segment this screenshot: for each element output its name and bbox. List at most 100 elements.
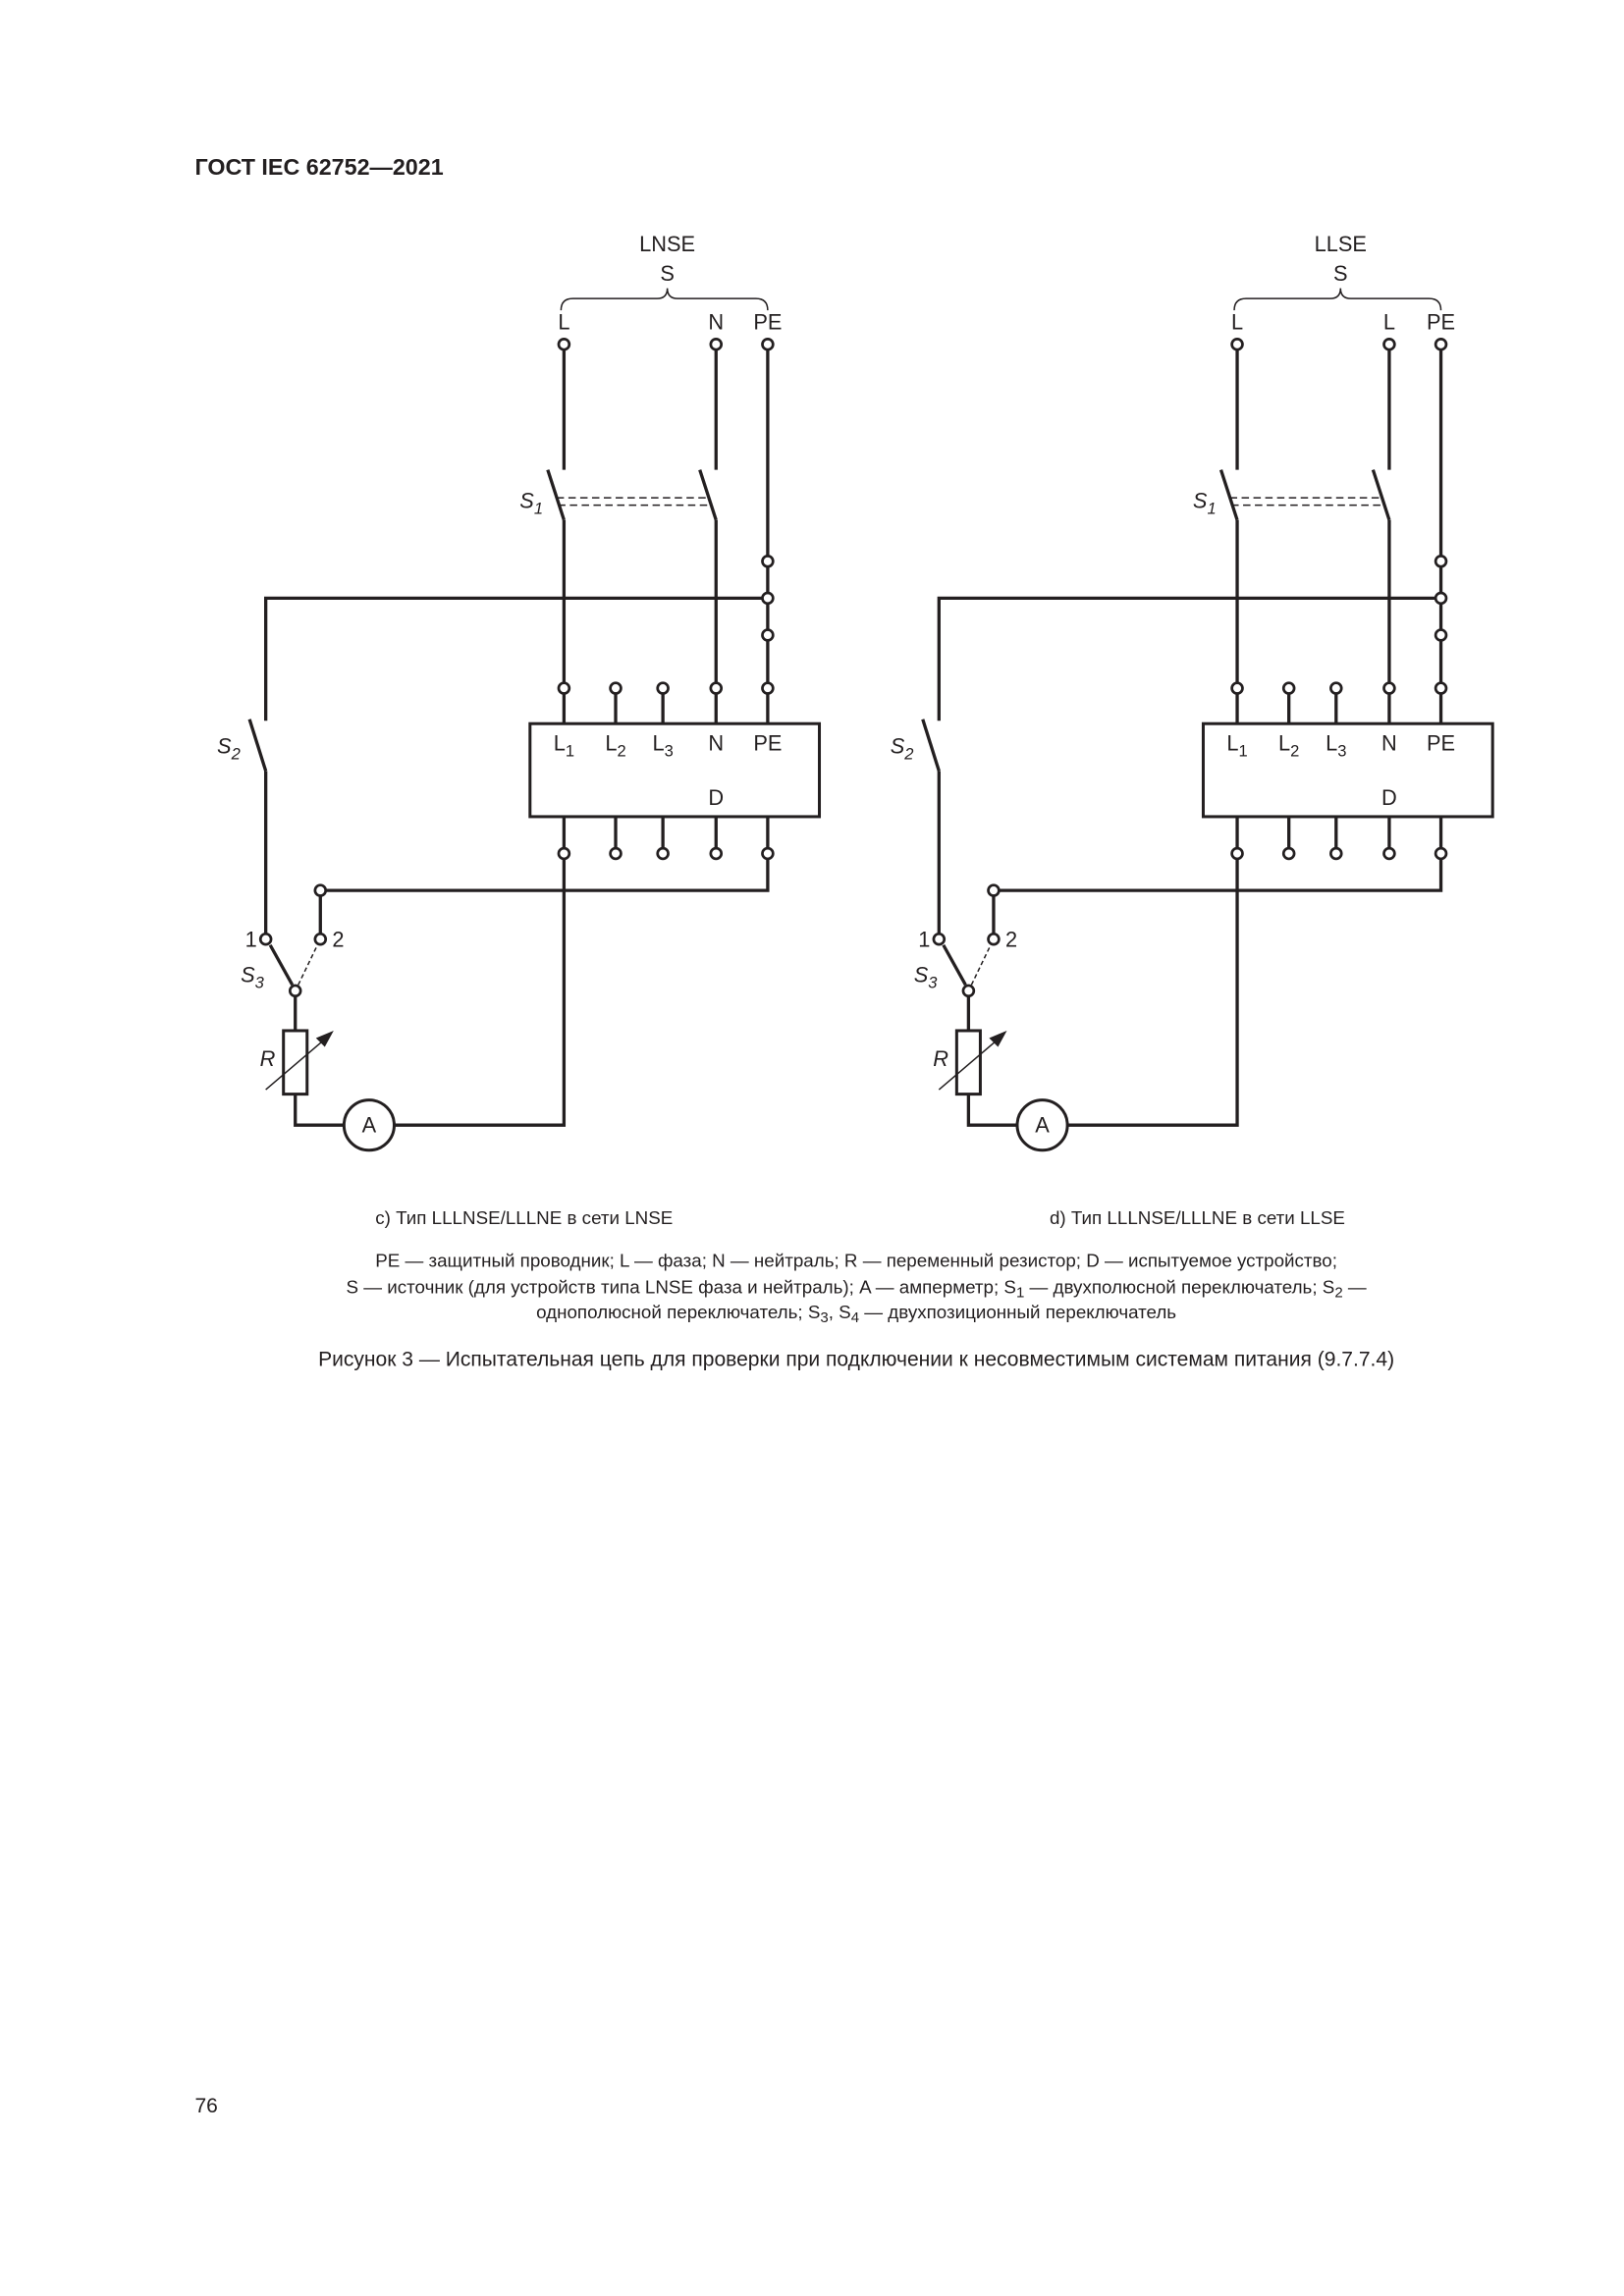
switch-s2-label-subscript: 2 (231, 744, 241, 763)
switch-s3-alt (970, 944, 992, 986)
device-terminal-label: PE (753, 730, 782, 755)
terminal-icon (1230, 846, 1244, 861)
switch-s1-label-base: S (1193, 489, 1208, 513)
source-terminal-label: L (1231, 310, 1243, 335)
terminal-icon (609, 681, 623, 695)
terminal-icon (1382, 338, 1396, 351)
device-terminal-label-subscript: 1 (1239, 741, 1248, 760)
variable-resistor-icon (282, 1029, 309, 1096)
device-under-test-box (528, 721, 822, 819)
wire-to-ammeter (966, 1094, 1018, 1127)
terminal-icon (961, 984, 976, 998)
source-terminal-label: PE (1427, 310, 1455, 335)
device-terminal-label-base: N (1381, 730, 1397, 755)
device-terminal-label: N (1381, 730, 1397, 755)
source-terminal-label: L (558, 310, 569, 335)
legend-text: S — источник (для устройств типа LNSE фа… (347, 1277, 1016, 1298)
switch-s3-position-1: 1 (245, 927, 257, 951)
wire-to-s2 (264, 596, 762, 721)
device-under-test-box (1201, 721, 1494, 819)
terminal-icon (1434, 846, 1448, 861)
wire-pe-to-s3 (999, 859, 1443, 892)
terminal-icon (656, 846, 670, 861)
legend-line-2: S — источник (для устройств типа LNSE фа… (347, 1277, 1367, 1302)
device-terminal-label: L1 (554, 730, 574, 760)
legend-text: — двухполюсной переключатель; S (1024, 1277, 1334, 1298)
document-header: ГОСТ IEC 62752—2021 (194, 154, 443, 180)
subscript: 2 (1334, 1284, 1342, 1301)
switch-s3-label: S3 (914, 962, 939, 991)
arrow-head-icon (315, 1030, 334, 1047)
source-terminal-label: L (1383, 310, 1395, 335)
device-terminal-label-subscript: 2 (1290, 741, 1299, 760)
resistor-label: R (933, 1046, 948, 1071)
switch-s1-blade (1371, 469, 1391, 521)
terminal-icon (609, 846, 623, 861)
terminal-icon (313, 932, 328, 946)
switch-s3-label-subscript: 3 (928, 973, 938, 991)
device-terminal-label: L1 (1226, 730, 1247, 760)
legend-text: — (1343, 1277, 1367, 1298)
variable-resistor-icon (954, 1029, 982, 1096)
switch-s3-position-2: 2 (1005, 927, 1017, 951)
wire-ammeter-to-l1 (1067, 859, 1239, 1127)
switch-s1-label: S1 (1193, 489, 1217, 518)
subscript: 1 (1016, 1284, 1024, 1301)
device-terminal-label-subscript: 3 (1337, 741, 1346, 760)
switch-s1-label-base: S (519, 489, 534, 513)
terminal-icon (987, 883, 1001, 897)
switch-s3-position-1: 1 (918, 927, 930, 951)
switch-s1-blade (1218, 469, 1239, 521)
wire-pe-to-s3 (326, 859, 770, 892)
terminal-icon (761, 628, 775, 642)
wire-to-ammeter (294, 1094, 345, 1127)
terminal-icon (313, 883, 328, 897)
source-label: S (1333, 261, 1348, 286)
terminal-icon (1382, 681, 1396, 695)
device-terminal-label-base: L (554, 730, 566, 755)
device-terminal-label-subscript: 3 (665, 741, 674, 760)
device-terminal-label: N (708, 730, 724, 755)
subscript: 4 (851, 1309, 859, 1326)
terminal-icon (1434, 628, 1448, 642)
terminal-icon (656, 681, 670, 695)
switch-s3-label: S3 (241, 962, 265, 991)
switch-s1-label-subscript: 1 (1207, 500, 1216, 518)
legend-text: , S (829, 1302, 851, 1322)
terminal-icon (1329, 681, 1343, 695)
device-terminal-label-subscript: 2 (617, 741, 625, 760)
device-terminal-label: L3 (652, 730, 673, 760)
terminal-icon (1281, 681, 1296, 695)
legend-line-1: PE — защитный проводник; L — фаза; N — н… (375, 1251, 1337, 1271)
terminal-icon (709, 338, 724, 351)
switch-s1-blade (698, 469, 718, 521)
terminal-icon (557, 681, 571, 695)
diagram-caption: c) Тип LLLNSE/LLLNE в сети LNSE (375, 1207, 673, 1228)
switch-s1-label-subscript: 1 (534, 500, 543, 518)
device-terminal-label-subscript: 1 (566, 741, 574, 760)
terminal-icon (1434, 555, 1448, 568)
legend-text: — двухпозиционный переключатель (859, 1302, 1176, 1322)
switch-s3-position-2: 2 (332, 927, 344, 951)
terminal-icon (557, 338, 571, 351)
resistor-arrow (938, 1037, 1001, 1091)
terminal-icon (761, 591, 775, 606)
device-terminal-label-base: L (652, 730, 664, 755)
terminal-icon (288, 984, 302, 998)
terminal-icon (1434, 681, 1448, 695)
terminal-icon (1434, 591, 1448, 606)
diagram-caption: d) Тип LLLNSE/LLLNE в сети LLSE (1050, 1207, 1345, 1228)
resistor-arrow (265, 1037, 327, 1091)
legend-text: однополюсной переключатель; S (536, 1302, 820, 1322)
switch-s2-blade (247, 719, 268, 772)
arrow-head-icon (989, 1030, 1007, 1047)
page-number: 76 (194, 2095, 217, 2117)
source-terminal-label: N (708, 310, 724, 335)
terminal-icon (987, 932, 1001, 946)
legend-line-3: однополюсной переключатель; S3, S4 — дву… (536, 1302, 1176, 1326)
switch-s2-label: S2 (217, 733, 241, 763)
switch-s3-label-base: S (241, 962, 255, 987)
ammeter-label: A (1035, 1113, 1050, 1138)
source-type-label: LLSE (1315, 232, 1367, 256)
